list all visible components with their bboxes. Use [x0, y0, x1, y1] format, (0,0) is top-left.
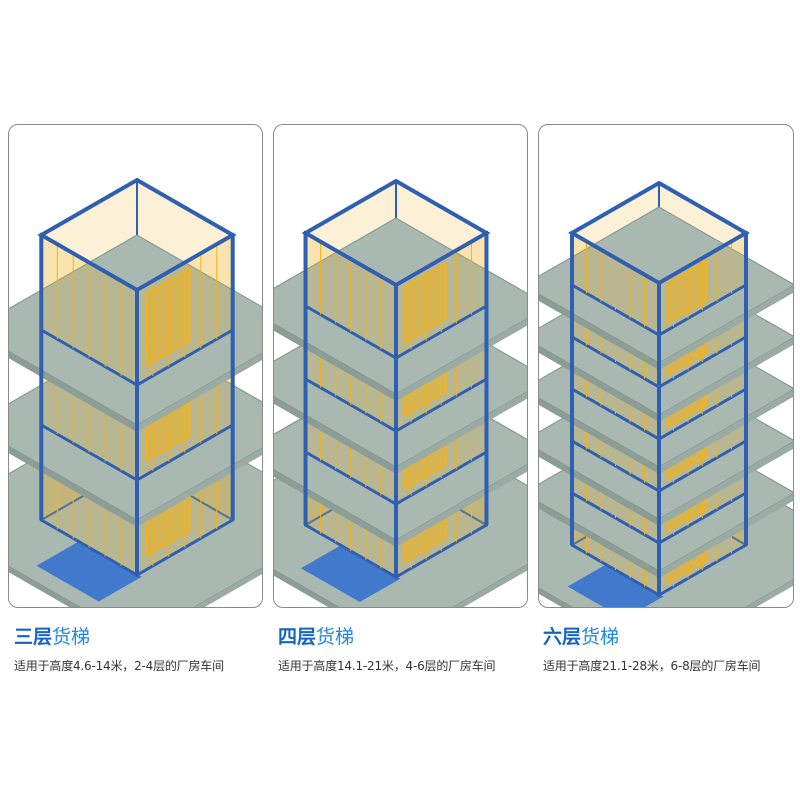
cargo-lift-illustration [539, 180, 793, 607]
landing-gate [666, 258, 708, 324]
landing-gate [404, 261, 447, 344]
product-title-suffix: 货梯 [581, 626, 620, 648]
floor-platform-edge [659, 493, 793, 578]
product-title: 三层货梯 [14, 624, 224, 650]
product-description: 适用于高度4.6-14米，2-4层的厂房车间 [14, 659, 224, 673]
product-description: 适用于高度21.1-28米，6-8层的厂房车间 [543, 659, 761, 673]
loading-floor [36, 541, 142, 602]
ground-slab-edge [746, 579, 793, 607]
product-description: 适用于高度14.1-21米，4-6层的厂房车间 [278, 659, 496, 673]
floor-platform-edge [659, 337, 793, 422]
cargo-lift-illustration [9, 177, 262, 607]
floor-platform-edge [659, 285, 793, 370]
product-title-prefix: 四层 [278, 626, 317, 648]
floor-platform-edge [396, 318, 527, 401]
floor-platform-edge [396, 464, 527, 547]
product-caption: 四层货梯 适用于高度14.1-21米，4-6层的厂房车间 [278, 624, 496, 674]
floor-platform-edge [539, 346, 659, 422]
product-title-suffix: 货梯 [52, 626, 91, 648]
landing-gate [145, 267, 191, 367]
product-title: 四层货梯 [278, 624, 495, 650]
ground-slab-edge [9, 566, 80, 607]
product-title-suffix: 货梯 [316, 626, 355, 648]
product-title: 六层货梯 [543, 624, 760, 650]
product-card-six-floor[interactable] [538, 124, 794, 608]
product-title-prefix: 六层 [543, 626, 582, 648]
floor-platform-edge [659, 389, 793, 474]
product-caption: 三层货梯 适用于高度4.6-14米，2-4层的厂房车间 [14, 624, 224, 674]
loading-floor [567, 564, 664, 607]
floor-platform-edge [539, 502, 659, 578]
product-title-prefix: 三层 [14, 626, 53, 648]
floor-platform-edge [539, 294, 659, 370]
floor-platform-edge [659, 441, 793, 526]
product-caption: 六层货梯 适用于高度21.1-28米，6-8层的厂房车间 [543, 624, 761, 674]
cargo-lift-illustration [274, 178, 527, 607]
floor-platform-edge [396, 391, 527, 474]
floor-platform-edge [539, 398, 659, 474]
floor-platform-edge [539, 450, 659, 526]
loading-floor [300, 544, 401, 602]
product-card-four-floor[interactable] [273, 124, 528, 608]
product-card-three-floor[interactable] [8, 124, 263, 608]
